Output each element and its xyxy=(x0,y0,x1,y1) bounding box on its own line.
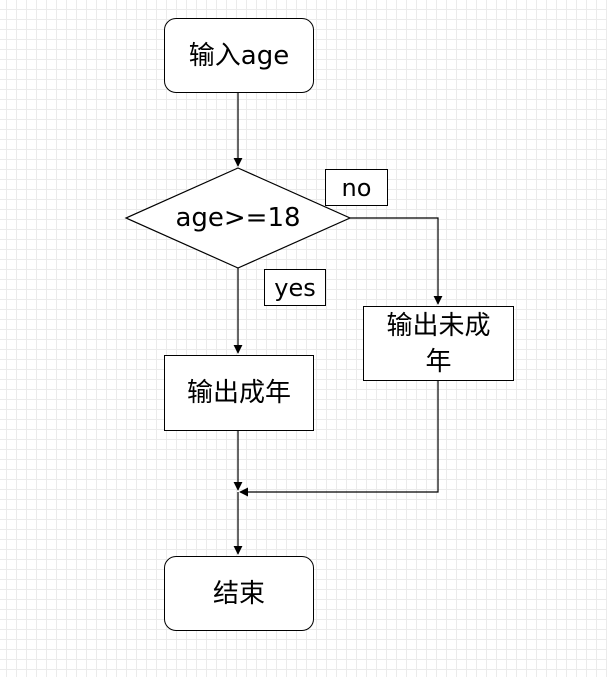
minor-output-label: 输出未成年 xyxy=(386,310,491,377)
decision-node-label: age>=18 xyxy=(175,203,301,233)
input-node-label: 输入age xyxy=(188,40,290,71)
yes-label-box: yes xyxy=(264,269,326,306)
adult-output-label: 输出成年 xyxy=(186,378,291,408)
end-node-label: 结束 xyxy=(212,578,265,609)
edge-minor-to-merge xyxy=(239,381,439,497)
edge-decision-to-minor xyxy=(350,217,443,305)
no-label: no xyxy=(341,173,372,202)
end-node: 结束 xyxy=(164,556,314,631)
adult-output-node: 输出成年 xyxy=(164,355,314,431)
decision-label: age>=18 xyxy=(126,168,350,268)
no-label-box: no xyxy=(325,169,388,206)
yes-label: yes xyxy=(274,273,316,302)
input-node: 输入age xyxy=(164,18,314,93)
minor-output-node: 输出未成年 xyxy=(363,306,514,381)
